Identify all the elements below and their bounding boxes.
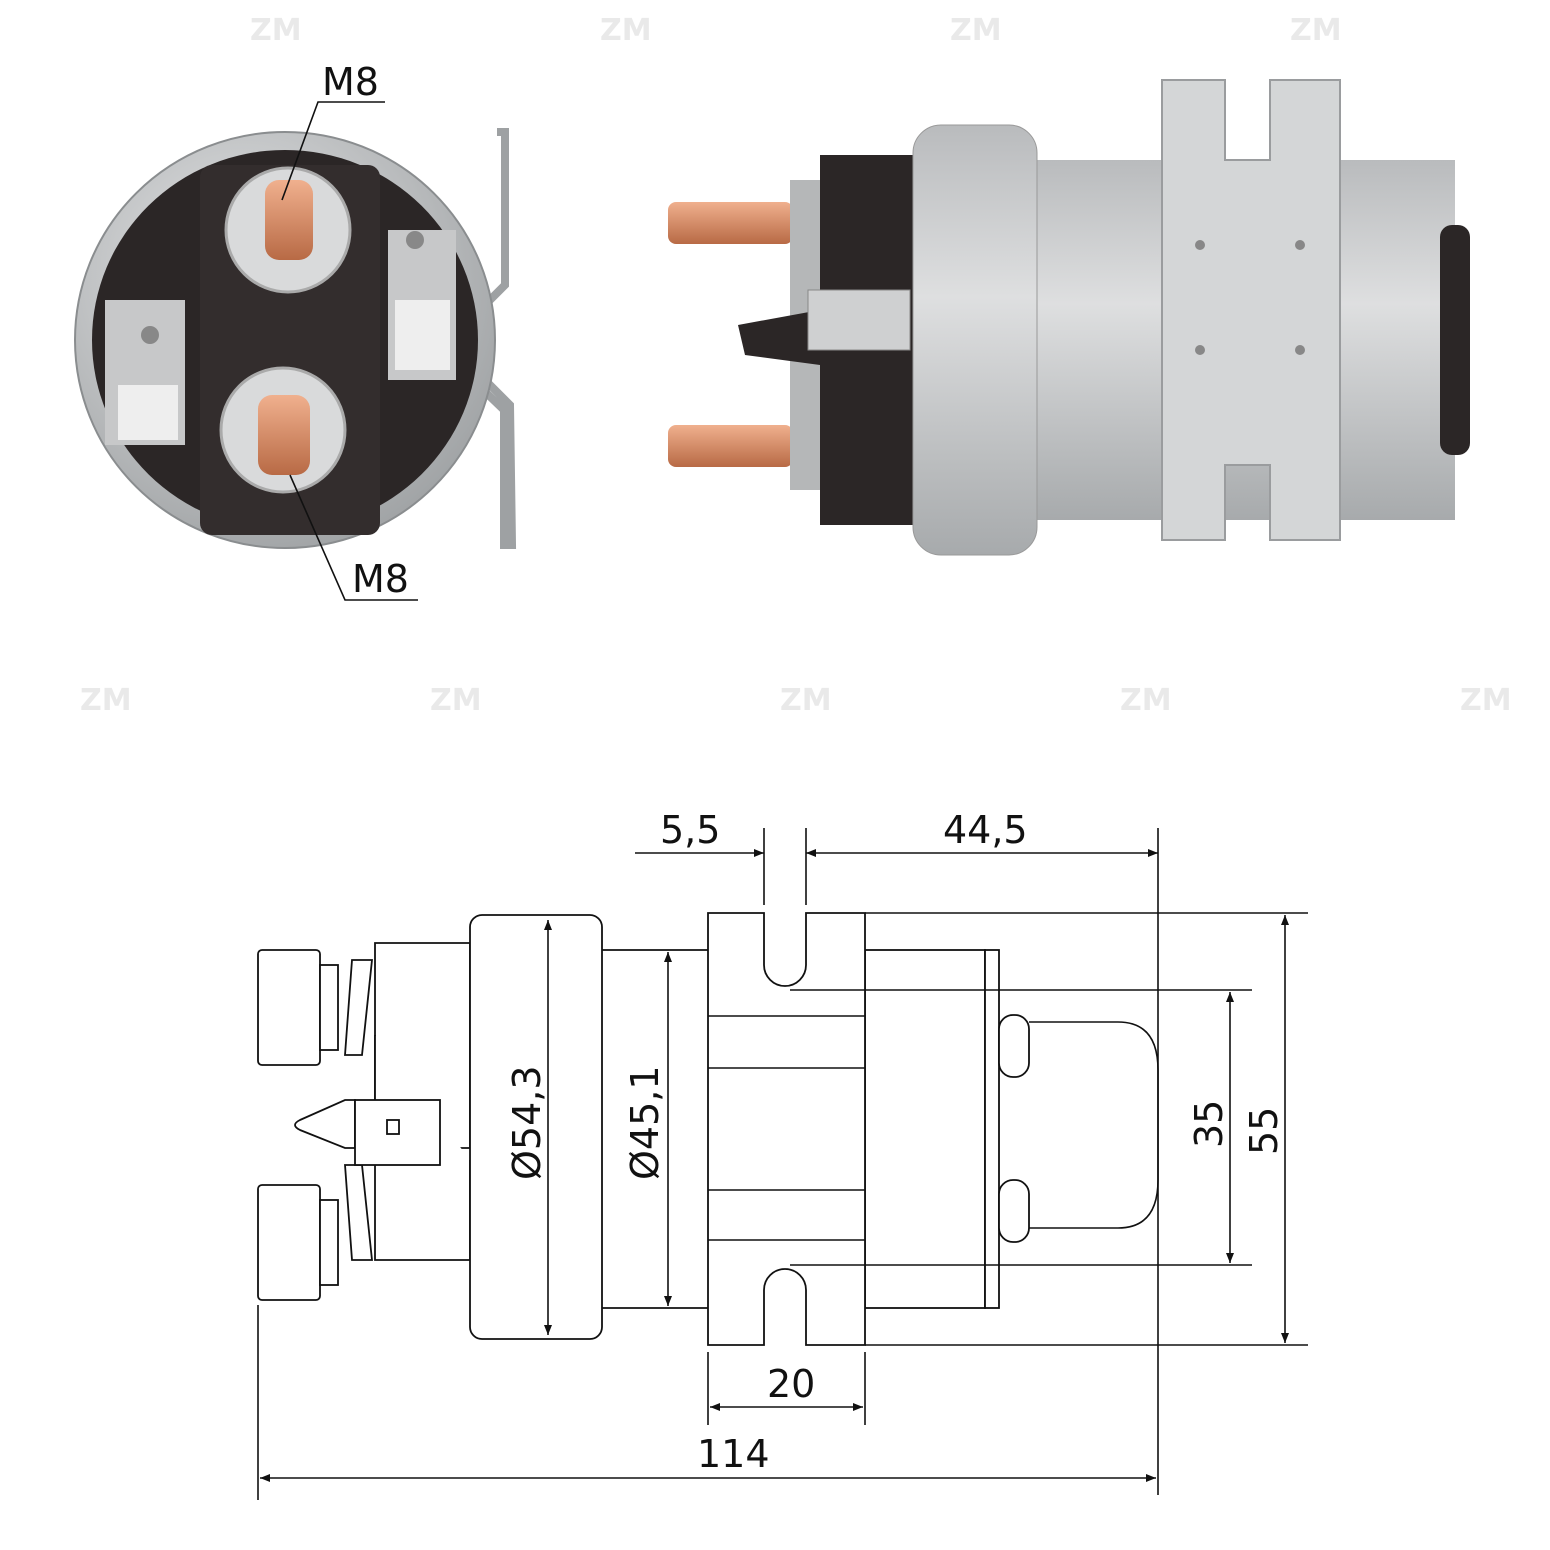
terminal-stud-top — [265, 180, 313, 260]
dim-label-bracket-to-end: 44,5 — [943, 808, 1028, 852]
watermark-text: ZM — [1120, 683, 1172, 718]
watermark-text: ZM — [430, 683, 482, 718]
dim-label-gap: 5,5 — [660, 808, 720, 852]
terminal-stud-bottom — [258, 395, 310, 475]
watermark-text: ZM — [1290, 13, 1342, 48]
callout-top-label: M8 — [322, 60, 379, 104]
callout-leader-top — [281, 101, 385, 201]
technical-drawing: 5,5 44,5 Ø54,3 Ø45,1 35 55 20 114 — [257, 808, 1308, 1500]
watermark-text: ZM — [600, 13, 652, 48]
callout-bottom-label: M8 — [352, 557, 409, 601]
watermark-text: ZM — [250, 13, 302, 48]
dim-label-flange-diameter: Ø54,3 — [505, 1065, 549, 1180]
watermark-text: ZM — [950, 13, 1002, 48]
dim-label-bracket-height: 55 — [1242, 1107, 1286, 1155]
callout-leader-bottom — [289, 474, 418, 601]
watermark-pattern: ZM ZM ZM ZM ZM ZM ZM ZM ZM — [80, 13, 1512, 718]
dim-label-slot-spacing: 35 — [1187, 1100, 1231, 1148]
watermark-text: ZM — [780, 683, 832, 718]
side-view-photo — [668, 79, 1470, 556]
dim-label-overall-length: 114 — [697, 1432, 770, 1476]
front-view-photo: M8 M8 — [74, 60, 517, 601]
dim-label-bracket-width: 20 — [767, 1362, 815, 1406]
watermark-text: ZM — [80, 683, 132, 718]
watermark-text: ZM — [1460, 683, 1512, 718]
dim-label-body-diameter: Ø45,1 — [623, 1065, 667, 1180]
